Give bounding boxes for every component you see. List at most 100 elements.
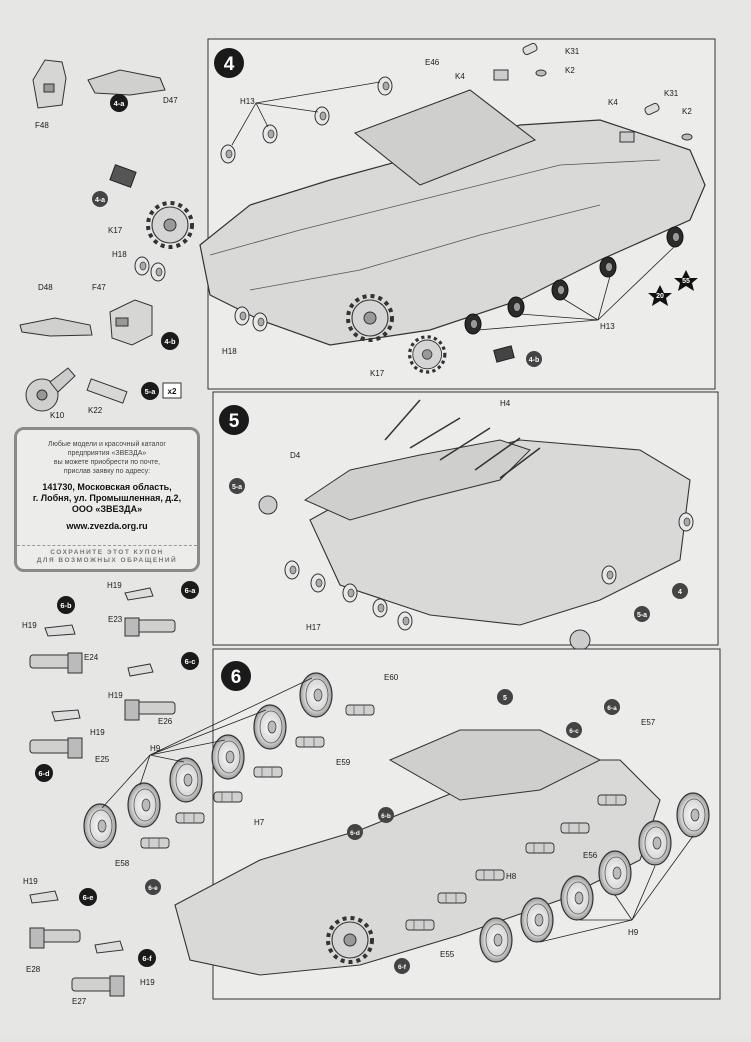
- label-k2: K2: [565, 66, 575, 75]
- wheel-h9: [83, 803, 117, 849]
- roller-h17: [310, 573, 326, 593]
- label-e25: E25: [95, 755, 110, 764]
- label-e55: E55: [440, 950, 455, 959]
- torsion-bars-h4: [384, 399, 541, 479]
- hull-step-5: [303, 439, 691, 626]
- order-coupon: Любые модели и красочный каталог предпри…: [14, 427, 200, 572]
- roller-h17: [372, 598, 388, 618]
- subassembly-6b: [29, 624, 83, 674]
- svg-text:4-b: 4-b: [529, 357, 540, 364]
- badge-6a: [181, 581, 199, 599]
- label-e28: E28: [26, 965, 41, 974]
- label-h9-lower: H9: [628, 928, 639, 937]
- label-e46: E46: [425, 58, 440, 67]
- wheel-h9-lower: [520, 897, 554, 943]
- step-5-number: 5: [229, 411, 240, 432]
- svg-text:5-a: 5-a: [637, 612, 647, 619]
- hull-step-4: [199, 119, 706, 346]
- label-e27: E27: [72, 997, 87, 1006]
- step-6-badge: [221, 661, 251, 691]
- label-k22: K22: [88, 406, 103, 415]
- roller-h18: [234, 306, 250, 326]
- roller-h13-dark: [464, 313, 482, 335]
- label-h19: H19: [107, 581, 122, 590]
- svg-text:4-a: 4-a: [95, 197, 105, 204]
- roller-h13: [220, 144, 236, 164]
- label-h19-6f: H19: [140, 978, 155, 987]
- label-h19-6c: H19: [108, 691, 123, 700]
- label-e24: E24: [84, 653, 99, 662]
- label-k31: K31: [565, 47, 580, 56]
- wheel-h9: [299, 672, 333, 718]
- svg-text:6-f: 6-f: [398, 964, 407, 971]
- wheel-h9: [127, 782, 161, 828]
- label-e59: E59: [336, 758, 351, 767]
- svg-text:4: 4: [678, 589, 682, 596]
- shaft: [475, 869, 505, 881]
- label-k31-right: K31: [664, 89, 679, 98]
- part-k4: [493, 69, 509, 81]
- label-h13: H13: [240, 97, 255, 106]
- label-k2-right: K2: [682, 107, 692, 116]
- label-k4-right: K4: [608, 98, 618, 107]
- badge-4b: [161, 332, 179, 350]
- label-h7: H7: [254, 818, 265, 827]
- part-d47: [87, 69, 166, 96]
- svg-text:6-c: 6-c: [185, 657, 196, 666]
- star-55: [674, 270, 698, 291]
- label-h13-lower: H13: [600, 322, 615, 331]
- svg-text:6-e: 6-e: [148, 885, 158, 892]
- star-20: [648, 285, 672, 306]
- label-d4: D4: [290, 451, 301, 460]
- svg-text:5: 5: [503, 695, 507, 702]
- subassembly-6a: [124, 587, 176, 637]
- sprocket-k17-left: [146, 201, 194, 249]
- step-6-number: 6: [231, 667, 242, 688]
- part-k4-right: [619, 131, 635, 143]
- coupon-keep-note: СОХРАНИТЕ ЭТОТ КУПОН ДЛЯ ВОЗМОЖНЫХ ОБРАЩ…: [17, 545, 197, 565]
- roller-h13: [377, 76, 393, 96]
- roller-h13-dark: [551, 279, 569, 301]
- svg-text:6-e: 6-e: [83, 893, 94, 902]
- svg-text:6-a: 6-a: [185, 586, 197, 595]
- svg-text:4-a: 4-a: [114, 99, 126, 108]
- part-4b-small: [493, 345, 515, 363]
- subassembly-6e: [29, 890, 81, 949]
- roller-h18-left: [150, 262, 166, 282]
- wheel-h9-lower: [560, 875, 594, 921]
- badge-6b-ref: [378, 807, 394, 823]
- hull-step-6: [174, 729, 661, 976]
- shaft: [437, 892, 467, 904]
- label-k10: K10: [50, 411, 65, 420]
- label-e57: E57: [641, 718, 656, 727]
- badge-4b-small: [526, 351, 542, 367]
- label-k4: K4: [455, 72, 465, 81]
- roller-h13-dark: [666, 226, 684, 248]
- label-h9: H9: [150, 744, 161, 753]
- badge-6c-ref: [566, 722, 582, 738]
- coupon-address: 141730, Московская область, г. Лобня, ул…: [32, 482, 182, 514]
- label-h4: H4: [500, 399, 511, 408]
- wheel-h9-lower: [479, 917, 513, 963]
- roller-h13: [314, 106, 330, 126]
- badge-6d: [35, 764, 53, 782]
- badge-ref-4: [672, 583, 688, 599]
- badge-6f-ref: [394, 958, 410, 974]
- roller-ref: [601, 565, 617, 585]
- label-h8: H8: [506, 872, 517, 881]
- label-h19-6e: H19: [23, 877, 38, 886]
- subassembly-6d: [29, 709, 83, 759]
- label-d48: D48: [38, 283, 53, 292]
- part-5a-left: [258, 495, 278, 515]
- subassembly-6c: [124, 663, 176, 721]
- badge-6b: [57, 596, 75, 614]
- badge-6e: [79, 888, 97, 906]
- label-e56: E56: [583, 851, 598, 860]
- badge-5a-right: [634, 606, 650, 622]
- badge-5a: [141, 382, 159, 400]
- label-h19-6b: H19: [22, 621, 37, 630]
- svg-text:4-b: 4-b: [164, 337, 176, 346]
- shaft: [295, 736, 325, 748]
- roller-h18: [252, 312, 268, 332]
